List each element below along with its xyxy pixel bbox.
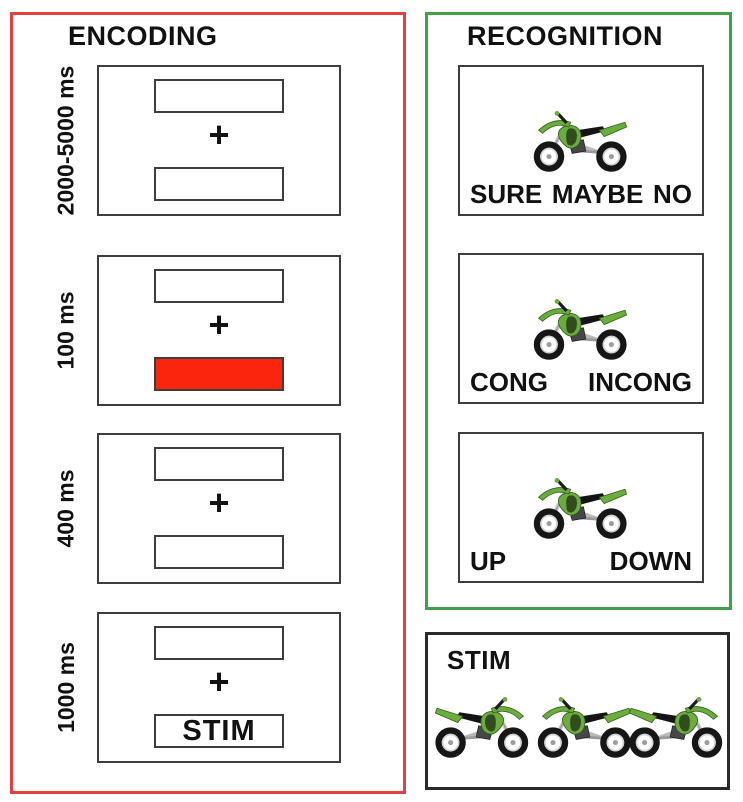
placeholder-box-top <box>154 79 284 113</box>
encoding-trial-delay: 400 ms + <box>46 433 341 584</box>
response-options: CONG INCONG <box>470 369 692 395</box>
recognition-screen-congruency: CONG INCONG <box>458 253 704 404</box>
placeholder-box-top <box>154 447 284 481</box>
placeholder-box-top <box>154 269 284 303</box>
stim-box: STIM <box>154 714 284 748</box>
placeholder-box-top <box>154 626 284 660</box>
placeholder-box-bottom <box>154 167 284 201</box>
option-no: NO <box>652 179 692 209</box>
motorcycle-image <box>529 474 633 542</box>
trial-screen: + <box>97 255 341 406</box>
response-options: SURE MAYBE NO <box>470 181 692 207</box>
red-cue-box <box>154 357 284 391</box>
option-cong: CONG <box>470 367 548 397</box>
duration-label-wrap: 400 ms <box>46 433 86 584</box>
option-incong: INCONG <box>588 367 692 397</box>
placeholder-box-bottom <box>154 535 284 569</box>
option-sure: SURE <box>470 179 543 209</box>
recognition-screen-confidence: SURE MAYBE NO <box>458 65 704 216</box>
trial-screen: + STIM <box>97 612 341 763</box>
option-down: DOWN <box>609 546 692 576</box>
duration-label: 400 ms <box>52 469 79 548</box>
duration-label-wrap: 2000-5000 ms <box>46 65 86 216</box>
fixation-cross: + <box>208 304 230 345</box>
encoding-trial-fixation: 2000-5000 ms + <box>46 65 341 216</box>
recognition-screen-position: UP DOWN <box>458 432 704 583</box>
motorcycle-image <box>533 693 637 761</box>
motorcycle-image-mirrored <box>429 693 533 761</box>
motorcycle-image-mirrored <box>623 693 727 761</box>
duration-label: 2000-5000 ms <box>52 65 79 216</box>
stim-panel: STIM <box>425 632 730 790</box>
option-up: UP <box>470 546 507 576</box>
stim-panel-title: STIM <box>447 645 512 675</box>
option-maybe: MAYBE <box>551 179 644 209</box>
fixation-cross: + <box>208 114 230 155</box>
motorcycle-image <box>529 107 633 175</box>
duration-label-wrap: 1000 ms <box>46 612 86 763</box>
trial-screen: + <box>97 65 341 216</box>
duration-label: 100 ms <box>52 291 79 370</box>
fixation-cross: + <box>208 661 230 702</box>
motorcycle-image <box>529 295 633 363</box>
encoding-trial-stimulus: 1000 ms + STIM <box>46 612 341 763</box>
recognition-title: RECOGNITION <box>467 21 664 51</box>
encoding-trial-cue: 100 ms + <box>46 255 341 406</box>
encoding-panel: ENCODING 2000-5000 ms + 100 ms + <box>10 12 406 794</box>
fixation-cross: + <box>208 482 230 523</box>
encoding-title: ENCODING <box>68 21 218 51</box>
duration-label: 1000 ms <box>52 642 79 733</box>
recognition-panel: RECOGNITION SURE MAYBE NO CONG INCONG <box>425 12 732 610</box>
duration-label-wrap: 100 ms <box>46 255 86 406</box>
trial-screen: + <box>97 433 341 584</box>
response-options: UP DOWN <box>470 548 692 574</box>
